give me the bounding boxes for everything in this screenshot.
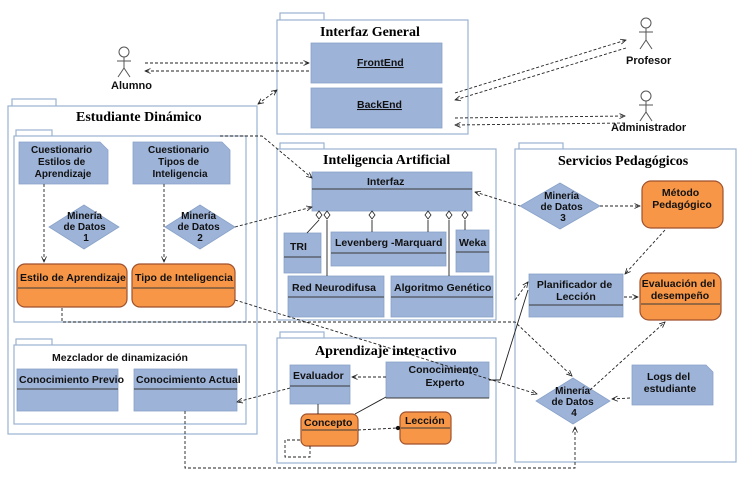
- conocimiento-experto-label: Conocimiento Experto: [409, 364, 482, 389]
- estilo-aprendizaje-label: Estilo de Aprendizaje: [20, 272, 126, 284]
- interfaz-label: Interfaz: [367, 176, 404, 188]
- actor-administrador-label: Administrador: [611, 122, 687, 134]
- cuestionario-estilos-label: Cuestionario Estilos de Aprendizaje: [31, 145, 95, 180]
- logs-estudiante-doc: [631, 364, 714, 406]
- backend-box: [310, 87, 443, 129]
- tipo-inteligencia-label: Tipo de Inteligencia: [135, 272, 233, 284]
- evaluador-label: Evaluador: [293, 370, 344, 382]
- package-inteligencia-artificial: Inteligencia Artificial Interfaz TRI Lev…: [276, 142, 497, 321]
- cuestionario-estilos-doc: [18, 141, 109, 185]
- leccion-label: Lección: [405, 415, 445, 427]
- concepto-label: Concepto: [304, 417, 352, 429]
- package-title: Interfaz General: [320, 25, 420, 40]
- mezclador-title: Mezclador de dinamización: [52, 352, 188, 364]
- conocimiento-actual-label: Conocimiento Actual: [136, 374, 241, 386]
- weka-box: [455, 229, 490, 273]
- levenberg-label: Levenberg -Marquard: [335, 237, 442, 249]
- cuestionario-tipos-label: Cuestionario Tipos de Inteligencia: [148, 145, 212, 180]
- frontend-label: FrontEnd: [357, 57, 404, 69]
- red-neurodifusa-box: [287, 275, 385, 318]
- evaluacion-desempeno-class: [639, 272, 722, 321]
- conocimiento-actual-box: [133, 368, 238, 412]
- estilo-aprendizaje-class: [16, 263, 128, 308]
- levenberg-box: [330, 231, 447, 267]
- conocimiento-previo-box: [16, 368, 119, 412]
- tipo-inteligencia-class: [131, 263, 236, 308]
- frontend-box: [310, 42, 443, 84]
- mineria-4-diamond: [535, 377, 611, 425]
- actor-profesor-label: Profesor: [626, 55, 672, 67]
- package-title: Inteligencia Artificial: [323, 153, 450, 168]
- mineria-3-label: Minería de Datos 3: [540, 191, 585, 224]
- metodo-pedagogico-label: Método Pedagógico: [652, 187, 712, 211]
- mineria-4-label: Minería de Datos 4: [551, 386, 596, 419]
- interfaz-box: [311, 171, 473, 212]
- evaluador-box: [289, 364, 351, 405]
- aggregation-links: [306, 210, 469, 276]
- cuestionario-tipos-doc: [132, 141, 231, 185]
- actor-alumno-label: Alumno: [111, 80, 152, 92]
- tri-label: TRI: [290, 241, 307, 253]
- metodo-pedagogico-class: [641, 180, 724, 229]
- package-title: Servicios Pedagógicos: [558, 154, 689, 169]
- actor-alumno-icon: [117, 46, 131, 78]
- planificador-label: Planificador de Lección: [537, 279, 615, 303]
- actor-profesor-icon: [639, 17, 653, 50]
- weka-label: Weka: [459, 237, 486, 249]
- evaluacion-desempeno-label: Evaluación del desempeño: [642, 278, 718, 302]
- mineria-1-diamond: [48, 204, 120, 250]
- mineria-1-label: Minería de Datos 1: [63, 211, 108, 244]
- actor-administrador-icon: [639, 90, 653, 122]
- package-title: Aprendizaje interactivo: [315, 344, 457, 359]
- mineria-3-diamond: [519, 182, 601, 230]
- mineria-2-label: Minería de Datos 2: [177, 211, 222, 244]
- package-title: Estudiante Dinámico: [76, 110, 202, 125]
- tri-box: [283, 232, 322, 274]
- logs-estudiante-label: Logs del estudiante: [644, 371, 697, 395]
- red-neurodifusa-label: Red Neurodifusa: [292, 282, 376, 294]
- conocimiento-experto-box: [385, 361, 490, 399]
- algoritmo-genetico-box: [390, 275, 494, 318]
- package-interfaz-general: Interfaz General FrontEnd BackEnd: [276, 12, 469, 135]
- connectors: [44, 40, 665, 469]
- algoritmo-genetico-label: Algoritmo Genético: [394, 282, 491, 294]
- backend-label: BackEnd: [357, 99, 402, 111]
- package-servicios-pedagogicos: Servicios Pedagógicos Minería de Datos 3…: [514, 142, 737, 463]
- conocimiento-previo-label: Conocimiento Previo: [19, 374, 124, 386]
- package-aprendizaje-interactivo: Aprendizaje interactivo Evaluador Conoci…: [276, 331, 497, 464]
- package-estudiante-dinamico: Estudiante Dinámico Cuestionario Estilos…: [7, 98, 258, 435]
- planificador-box: [528, 273, 624, 318]
- mineria-2-diamond: [164, 204, 236, 250]
